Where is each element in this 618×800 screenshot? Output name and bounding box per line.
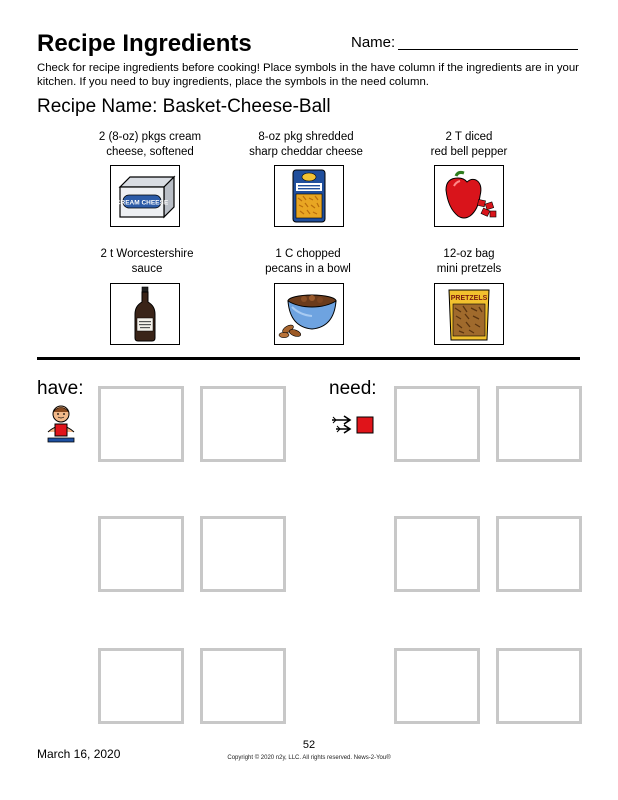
have-slot-5[interactable]	[98, 648, 184, 724]
need-slot-6[interactable]	[496, 648, 582, 724]
ingredient-line: sharp cheddar cheese	[249, 146, 363, 158]
ingredient-card-cream-cheese[interactable]: CREAM CHEESE	[110, 165, 180, 227]
instructions-text: Check for recipe ingredients before cook…	[37, 62, 579, 88]
ingredient-card-pretzels[interactable]: PRETZELS	[434, 283, 504, 345]
need-slot-3[interactable]	[394, 516, 480, 592]
shredded-cheese-icon	[292, 169, 326, 223]
ingredient-line: 1 C chopped	[275, 248, 341, 260]
ingredient-label: 2 (8-oz) pkgs cream cheese, softened	[70, 130, 230, 160]
cream-cheese-icon: CREAM CHEESE	[116, 175, 176, 219]
red-pepper-icon	[445, 170, 497, 219]
ingredient-line: 8-oz pkg shredded	[258, 131, 354, 143]
person-holding-item-icon	[47, 405, 75, 443]
ingredient-label: 2 t Worcestershire sauce	[67, 247, 227, 277]
copyright-notice: Copyright © 2020 n2y, LLC. All rights re…	[227, 755, 391, 761]
ingredient-line: 12-oz bag	[443, 248, 495, 260]
cream-cheese-label: CREAM CHEESE	[116, 200, 169, 207]
need-slot-1[interactable]	[394, 386, 480, 462]
ingredient-card-pecans[interactable]	[274, 283, 344, 345]
ingredient-card-red-pepper[interactable]	[434, 165, 504, 227]
reach-for-item-icon	[332, 415, 374, 434]
need-column-label: need:	[329, 378, 377, 399]
ingredient-line: pecans in a bowl	[265, 263, 351, 275]
ingredient-line: mini pretzels	[436, 263, 502, 275]
ingredient-line: sauce	[131, 263, 163, 275]
ingredient-label: 12-oz bag mini pretzels	[389, 247, 549, 277]
have-slot-1[interactable]	[98, 386, 184, 462]
need-slot-2[interactable]	[496, 386, 582, 462]
ingredient-line: 2 t Worcestershire	[100, 248, 194, 260]
pecans-bowl-icon	[278, 294, 337, 338]
footer-date: March 16, 2020	[37, 747, 121, 761]
ingredient-line: 2 (8-oz) pkgs cream	[98, 131, 202, 143]
ingredient-label: 8-oz pkg shredded sharp cheddar cheese	[226, 130, 386, 160]
need-slot-5[interactable]	[394, 648, 480, 724]
have-slot-3[interactable]	[98, 516, 184, 592]
name-field-line[interactable]	[398, 49, 578, 50]
ingredient-line: cheese, softened	[106, 146, 194, 158]
have-slot-2[interactable]	[200, 386, 286, 462]
name-label: Name:	[351, 34, 396, 51]
need-slot-4[interactable]	[496, 516, 582, 592]
ingredient-label: 2 T diced red bell pepper	[389, 130, 549, 160]
ingredient-line: red bell pepper	[430, 146, 508, 158]
pretzel-bag-label: PRETZELS	[451, 295, 488, 302]
ingredient-card-shredded-cheese[interactable]	[274, 165, 344, 227]
ingredient-card-worcestershire[interactable]	[110, 283, 180, 345]
ingredient-line: 2 T diced	[445, 131, 493, 143]
sauce-bottle-icon	[134, 286, 156, 342]
have-column-label: have:	[37, 378, 84, 399]
have-slot-4[interactable]	[200, 516, 286, 592]
page-title: Recipe Ingredients	[37, 30, 252, 57]
recipe-name: Recipe Name: Basket-Cheese-Ball	[37, 96, 331, 117]
pretzel-bag-icon: PRETZELS	[448, 289, 490, 341]
section-divider	[37, 357, 580, 360]
ingredient-label: 1 C chopped pecans in a bowl	[228, 247, 388, 277]
have-slot-6[interactable]	[200, 648, 286, 724]
page-number: 52	[302, 739, 316, 751]
